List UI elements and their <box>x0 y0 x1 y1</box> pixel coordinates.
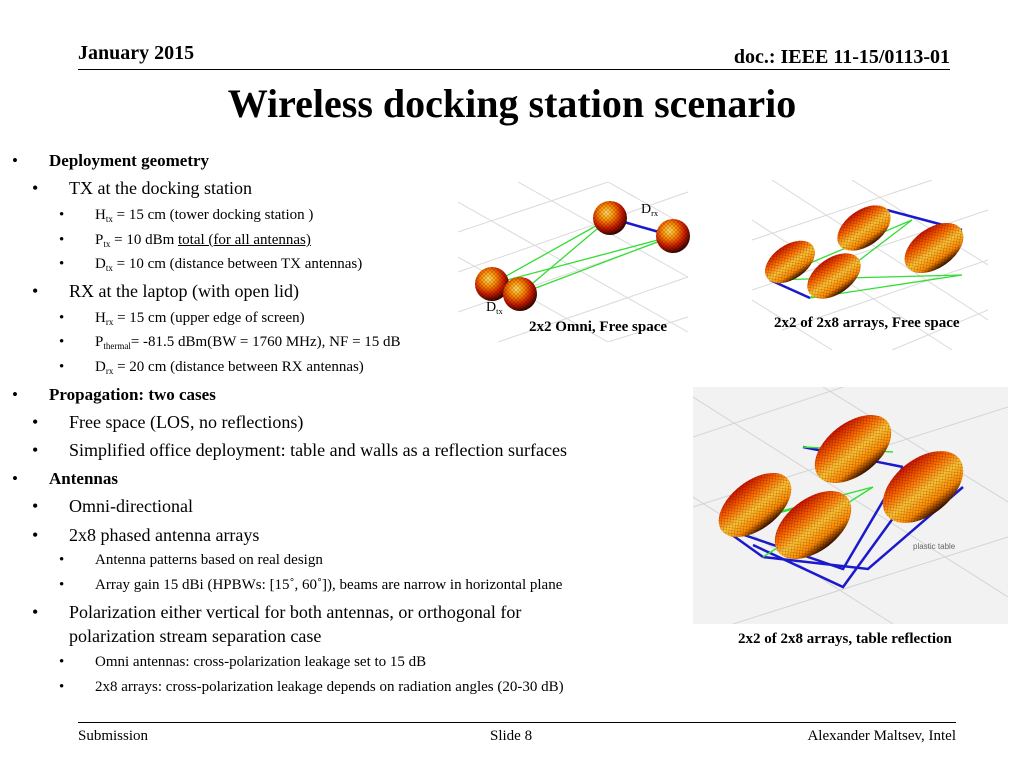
label-d-rx: Drx <box>641 202 659 218</box>
header-divider <box>78 69 950 70</box>
plastic-table-label: plastic table <box>913 542 956 551</box>
omni-antenna-tx2 <box>503 277 537 311</box>
figure-table-reflection: plastic table <box>693 387 1008 624</box>
bullet-marker: • <box>12 151 18 170</box>
header-doc-id: doc.: IEEE 11-15/0113-01 <box>733 46 950 68</box>
bullet-antennas: •Antennas <box>12 469 118 488</box>
bullet-d-rx: •Drx = 20 cm (distance between RX antenn… <box>59 359 364 377</box>
omni-antenna-rx2 <box>656 219 690 253</box>
bullet-marker: • <box>59 654 65 670</box>
bullet-polarization: •Polarization either vertical for both a… <box>32 602 522 622</box>
bullet-h-tx: •Htx = 15 cm (tower docking station ) <box>59 207 314 225</box>
bullet-d-tx: •Dtx = 10 cm (distance between TX antenn… <box>59 256 363 274</box>
bullet-omni: •Omni-directional <box>32 496 193 516</box>
array-lobe-rx1 <box>837 205 891 251</box>
bullet-marker: • <box>59 232 65 248</box>
omni-green-links <box>491 217 674 295</box>
omni-antenna-rx1 <box>593 201 627 235</box>
table-lobe-tx1 <box>718 472 792 538</box>
bullet-marker: • <box>12 469 18 488</box>
footer-submission: Submission <box>78 728 149 744</box>
bullet-marker: • <box>32 602 39 622</box>
footer-slide-number: Slide 8 <box>490 728 533 744</box>
bullet-marker: • <box>32 496 39 516</box>
bullet-marker: • <box>32 440 39 460</box>
figure-omni-free-space <box>458 182 690 342</box>
bullet-marker: • <box>59 256 65 272</box>
caption-arrays: 2x2 of 2x8 arrays, Free space <box>774 315 960 331</box>
caption-table: 2x2 of 2x8 arrays, table reflection <box>738 631 952 647</box>
bullet-marker: • <box>59 334 65 350</box>
array-lobe-rx2 <box>904 222 964 274</box>
label-d-tx: Dtx <box>486 300 503 316</box>
bullet-propagation: •Propagation: two cases <box>12 385 216 404</box>
array-lobe-tx2 <box>807 253 861 299</box>
bullet-marker: • <box>32 525 39 545</box>
table-lobe-tx2 <box>774 491 852 559</box>
bullet-marker: • <box>32 178 39 198</box>
header-date: January 2015 <box>78 42 195 64</box>
table-lobe-rx2 <box>882 451 964 523</box>
bullet-deployment: •Deployment geometry <box>12 151 210 170</box>
array-lobe-tx1 <box>765 240 815 284</box>
bullet-marker: • <box>32 281 39 301</box>
bullet-rx: •RX at the laptop (with open lid) <box>32 281 299 301</box>
bullet-array-xpol: •2x8 arrays: cross-polarization leakage … <box>59 679 564 695</box>
bullet-omni-xpol: •Omni antennas: cross-polarization leaka… <box>59 654 427 670</box>
bullet-h-rx: •Hrx = 15 cm (upper edge of screen) <box>59 310 305 328</box>
bullet-marker: • <box>59 207 65 223</box>
caption-omni: 2x2 Omni, Free space <box>529 319 668 335</box>
bullet-office: •Simplified office deployment: table and… <box>32 440 567 460</box>
bullet-marker: • <box>59 552 65 568</box>
bullet-patterns: •Antenna patterns based on real design <box>59 552 323 568</box>
bullet-marker: • <box>12 385 18 404</box>
omni-antenna-tx1 <box>475 267 509 301</box>
bullet-tx: •TX at the docking station <box>32 178 252 198</box>
footer-divider <box>78 722 956 723</box>
bullet-p-thermal: •Pthermal= -81.5 dBm(BW = 1760 MHz), NF … <box>59 334 401 352</box>
bullet-p-tx: •Ptx = 10 dBm total (for all antennas) <box>59 232 311 250</box>
bullet-free-space: •Free space (LOS, no reflections) <box>32 412 304 432</box>
bullet-marker: • <box>32 412 39 432</box>
table-lobe-rx1 <box>814 415 892 483</box>
bullet-marker: • <box>59 577 65 593</box>
slide-title: Wireless docking station scenario <box>227 81 797 126</box>
bullet-phased: •2x8 phased antenna arrays <box>32 525 260 545</box>
bullet-marker: • <box>59 359 65 375</box>
bullet-marker: • <box>59 310 65 326</box>
bullet-marker: • <box>59 679 65 695</box>
figure-arrays-free-space <box>752 180 988 350</box>
bullet-polarization-cont: polarization stream separation case <box>69 626 322 646</box>
bullet-gain: •Array gain 15 dBi (HPBWs: [15˚, 60˚]), … <box>59 577 563 593</box>
footer-author: Alexander Maltsev, Intel <box>807 728 956 744</box>
